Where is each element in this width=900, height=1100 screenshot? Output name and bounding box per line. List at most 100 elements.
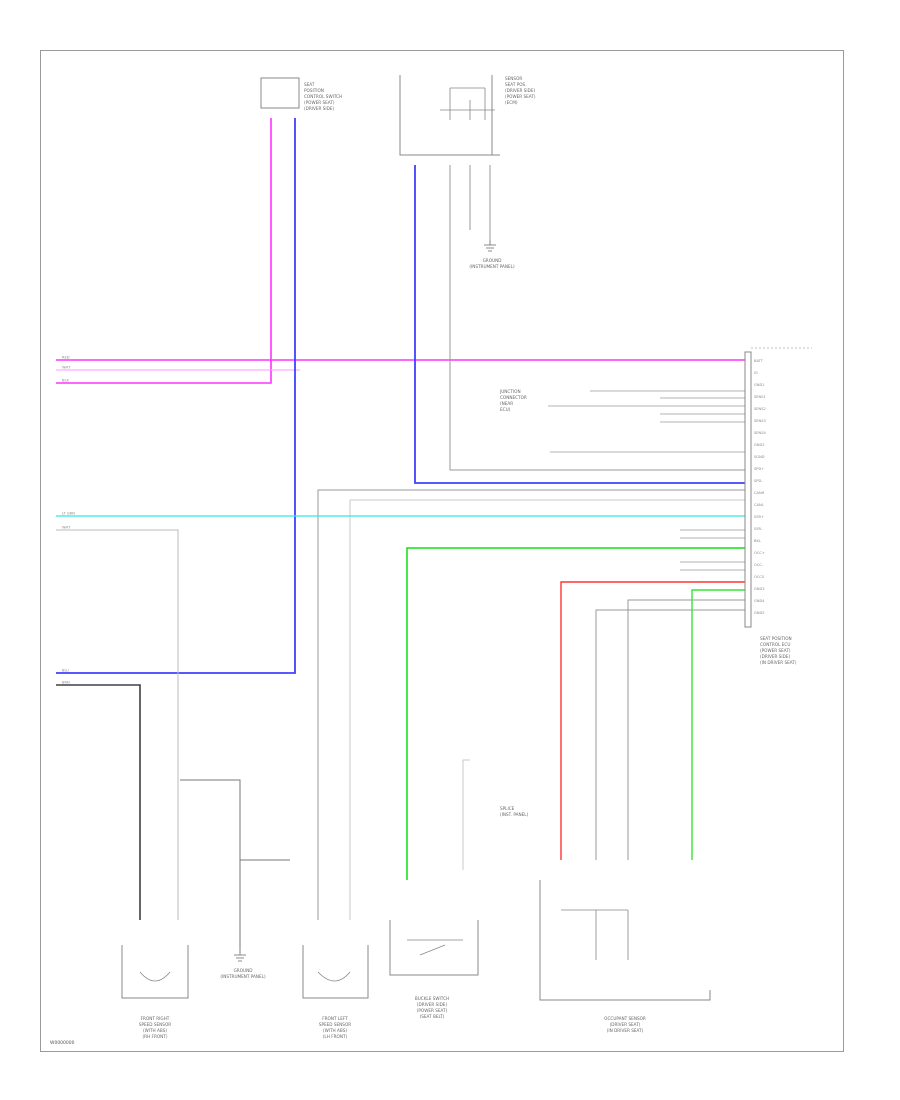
svg-text:CONTROL SWITCH: CONTROL SWITCH [304, 94, 342, 99]
svg-text:GROUND: GROUND [483, 258, 502, 263]
ecu-pin-label: CANL [754, 503, 764, 507]
svg-text:(INSTRUMENT PANEL): (INSTRUMENT PANEL) [220, 974, 266, 979]
svg-text:JUNCTION: JUNCTION [499, 389, 521, 394]
svg-text:FRONT RIGHT: FRONT RIGHT [141, 1016, 170, 1021]
left-edge-label: BRN [62, 681, 70, 685]
buckle-switch: BUCKLE SWITCH (DRIVER SIDE) (POWER SEAT)… [389, 920, 479, 1019]
ground-top-symbol: GROUND (INSTRUMENT PANEL) [469, 240, 515, 269]
ecu-pin-label: GND2 [754, 443, 765, 447]
svg-text:(ECM): (ECM) [505, 100, 518, 105]
dark-wire-right-sensor [56, 684, 141, 920]
svg-text:(WITH ABS): (WITH ABS) [143, 1028, 167, 1033]
ecu-pin-label: OCCS [754, 575, 765, 579]
green-wire-occupant [691, 589, 745, 860]
ecu-pin-label: SENS1 [754, 395, 766, 399]
ecu-misc-wires [680, 529, 745, 571]
svg-text:POSITION: POSITION [304, 88, 324, 93]
left-edge-label: BLK [62, 379, 69, 383]
gray-wire-ground-mid [180, 779, 290, 950]
blue-wire-switch [56, 118, 296, 674]
ecu-pin-label: SPD- [754, 479, 763, 483]
svg-text:(POWER SEAT): (POWER SEAT) [304, 100, 335, 105]
gray-wire-right-sensor [56, 529, 179, 920]
gray-wire-buckle [462, 759, 470, 870]
blue-wire-sensor [414, 165, 745, 484]
left-edge-label: WHT [62, 526, 71, 530]
svg-text:(LH FRONT): (LH FRONT) [323, 1034, 348, 1039]
red-wire-occupant [560, 581, 745, 860]
ecu-pin-label: GND5 [754, 611, 765, 615]
ecu-pin-label: SSR+ [754, 515, 764, 519]
sensor-signal-wires [548, 390, 745, 453]
footer-code: W0000000 [50, 1041, 75, 1046]
svg-text:SEAT: SEAT [304, 82, 315, 87]
left-edge-label: RED [62, 356, 70, 360]
gray-wire-sensor-ground [449, 165, 745, 471]
ecu-pin-label: SPD+ [754, 467, 764, 471]
ground-mid-symbol: GROUND (INSTRUMENT PANEL) [220, 950, 266, 979]
svg-text:SEAT POS.: SEAT POS. [505, 82, 527, 87]
gray-wire-left-sensor-2 [349, 499, 745, 920]
svg-text:(NEAR: (NEAR [500, 401, 513, 406]
svg-text:SPEED SENSOR: SPEED SENSOR [319, 1022, 351, 1027]
svg-text:(IN DRIVER SEAT): (IN DRIVER SEAT) [607, 1028, 644, 1033]
svg-text:(DRIVER SIDE): (DRIVER SIDE) [505, 88, 536, 93]
sensor-internal-lines [440, 87, 495, 120]
svg-text:(POWER SEAT): (POWER SEAT) [417, 1008, 448, 1013]
ecu-pin-label: SSR- [754, 527, 763, 531]
ecu-pin-label: OCC+ [754, 551, 765, 555]
svg-text:(RH FRONT): (RH FRONT) [143, 1034, 168, 1039]
svg-text:(INST. PANEL): (INST. PANEL) [500, 812, 529, 817]
svg-text:(POWER SEAT): (POWER SEAT) [760, 648, 791, 653]
gray-wire-left-sensor [317, 489, 745, 920]
ecu-pin-label: GND1 [754, 383, 765, 387]
ecu-pin-label: IG [754, 371, 758, 375]
svg-text:(INSTRUMENT PANEL): (INSTRUMENT PANEL) [469, 264, 515, 269]
svg-text:CONTROL ECU: CONTROL ECU [760, 642, 790, 647]
svg-text:SPLICE: SPLICE [500, 806, 515, 811]
svg-text:(DRIVER SIDE): (DRIVER SIDE) [417, 1002, 448, 1007]
svg-text:(SEAT BELT): (SEAT BELT) [420, 1014, 445, 1019]
left-edge-label: LT GRN [62, 512, 75, 516]
green-wire-buckle [406, 547, 745, 880]
left-edge-label: WHT [62, 366, 71, 370]
svg-text:(DRIVER SEAT): (DRIVER SEAT) [610, 1022, 641, 1027]
svg-text:SEAT POSITION: SEAT POSITION [760, 636, 792, 641]
front-right-speed-sensor: FRONT RIGHT SPEED SENSOR (WITH ABS) (RH … [121, 945, 189, 1039]
seat-switch-connector [260, 77, 300, 109]
ecu-pin-label: CANH [754, 491, 765, 495]
svg-text:(DRIVER SIDE): (DRIVER SIDE) [304, 106, 335, 111]
ecu-pin-label: SENS3 [754, 419, 766, 423]
left-edge-labels: RED WHT BLK LT GRN WHT BLU BRN [62, 356, 75, 685]
ecu-pin-label: SENS4 [754, 431, 767, 435]
occupant-sensor: OCCUPANT SENSOR (DRIVER SEAT) (IN DRIVER… [539, 880, 711, 1033]
junction-note: JUNCTION CONNECTOR (NEAR ECU) [499, 389, 527, 412]
svg-text:(IN DRIVER SEAT): (IN DRIVER SEAT) [760, 660, 797, 665]
svg-text:(POWER SEAT): (POWER SEAT) [505, 94, 536, 99]
splice-note: SPLICE (INST. PANEL) [500, 806, 529, 817]
gray-wire-ground-top [469, 165, 491, 240]
pink-wire-switch [56, 118, 272, 384]
ecu-pin-label: BATT [754, 359, 764, 363]
svg-text:FRONT LEFT: FRONT LEFT [322, 1016, 348, 1021]
front-left-speed-sensor: FRONT LEFT SPEED SENSOR (WITH ABS) (LH F… [302, 945, 369, 1039]
ecu-pin-label: SENS2 [754, 407, 766, 411]
svg-text:(WITH ABS): (WITH ABS) [323, 1028, 347, 1033]
seat-switch-label: SEAT POSITION CONTROL SWITCH (POWER SEAT… [304, 82, 342, 111]
left-edge-label: BLU [62, 669, 69, 673]
ecu-pin-label: OCC- [754, 563, 764, 567]
svg-text:GROUND: GROUND [234, 968, 253, 973]
ecu-pin-label: SGND [754, 455, 765, 459]
ecu-pin-label: GND4 [754, 599, 765, 603]
seat-sensor-label: SENSOR SEAT POS. (DRIVER SIDE) (POWER SE… [505, 76, 536, 105]
seat-sensor-outline [399, 75, 500, 156]
svg-text:ECU): ECU) [500, 407, 511, 412]
svg-text:BUCKLE SWITCH: BUCKLE SWITCH [415, 996, 449, 1001]
diagram-frame [40, 50, 844, 1052]
gray-wire-occupant [595, 599, 745, 860]
ecu-pin-label: GND3 [754, 587, 765, 591]
svg-text:SENSOR: SENSOR [505, 76, 522, 81]
ecu-pin-label: BKL [754, 539, 761, 543]
